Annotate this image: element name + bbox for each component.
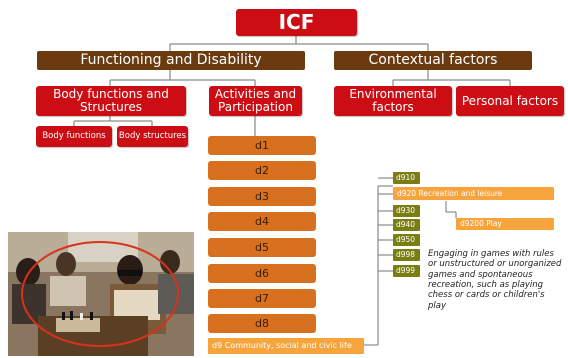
code-d940-label: d940 [396, 220, 416, 230]
personal-factors-box: Personal factors [456, 86, 564, 116]
contextual-factors-label: Contextual factors [368, 52, 498, 69]
code-d910: d910 [393, 172, 420, 184]
body-structures-label: Body structures [118, 131, 187, 142]
environmental-factors-label: Environmental factors [349, 87, 437, 114]
chapter-d8-label: d8 [255, 316, 269, 330]
chapter-d6-label: d6 [255, 266, 269, 280]
personal-factors-label: Personal factors [461, 93, 559, 108]
chess-players-photo [8, 232, 194, 356]
activities-participation-label: Activities and Participation [214, 87, 297, 114]
icf-title-text: ICF [278, 10, 315, 34]
d920-description: Engaging in games with rules or unstruct… [428, 249, 562, 311]
body-functions-structures-label: Body functions and Structures [53, 87, 169, 114]
code-d998-label: d998 [396, 250, 416, 260]
contextual-factors-box: Contextual factors [334, 51, 532, 70]
chapter-d1-label: d1 [255, 138, 269, 152]
chapter-d4: d4 [208, 212, 316, 231]
code-d930-label: d930 [396, 206, 416, 216]
chapter-d5: d5 [208, 238, 316, 257]
chapter-d1: d1 [208, 136, 316, 155]
chess-photo-illustration [8, 232, 194, 356]
code-d999: d999 [393, 265, 420, 277]
code-d950-label: d950 [396, 235, 416, 245]
chapter-d3: d3 [208, 187, 316, 206]
chapter-d6: d6 [208, 264, 316, 283]
chapter-d2: d2 [208, 161, 316, 180]
chapter-d7-label: d7 [255, 291, 269, 305]
chapter-d9-label: d9 Community, social and civic life [212, 340, 352, 350]
chapter-d3-label: d3 [255, 189, 269, 203]
code-d910-label: d910 [396, 173, 416, 183]
body-structures-box: Body structures [117, 126, 188, 147]
activities-participation-box: Activities and Participation [209, 86, 302, 116]
chapter-d9: d9 Community, social and civic life [208, 338, 364, 354]
body-functions-label: Body functions [42, 131, 106, 142]
code-d920-label: d920 Recreation and leisure [397, 188, 503, 198]
code-d999-label: d999 [396, 266, 416, 276]
code-d998: d998 [393, 249, 420, 261]
icf-title: ICF [236, 9, 357, 36]
functioning-disability-box: Functioning and Disability [37, 51, 305, 70]
chapter-d5-label: d5 [255, 240, 269, 254]
environmental-factors-box: Environmental factors [334, 86, 452, 116]
code-d950: d950 [393, 234, 420, 246]
chapter-d8: d8 [208, 314, 316, 333]
code-d920: d920 Recreation and leisure [393, 187, 554, 200]
body-functions-structures-box: Body functions and Structures [36, 86, 186, 116]
body-functions-box: Body functions [36, 126, 112, 147]
code-d930: d930 [393, 205, 420, 217]
code-d9200-label: d9200 Play [460, 219, 502, 229]
code-d9200: d9200 Play [456, 218, 554, 230]
code-d940: d940 [393, 219, 420, 231]
chapter-d2-label: d2 [255, 163, 269, 177]
chapter-d7: d7 [208, 289, 316, 308]
chapter-d4-label: d4 [255, 214, 269, 228]
functioning-disability-label: Functioning and Disability [80, 52, 262, 69]
